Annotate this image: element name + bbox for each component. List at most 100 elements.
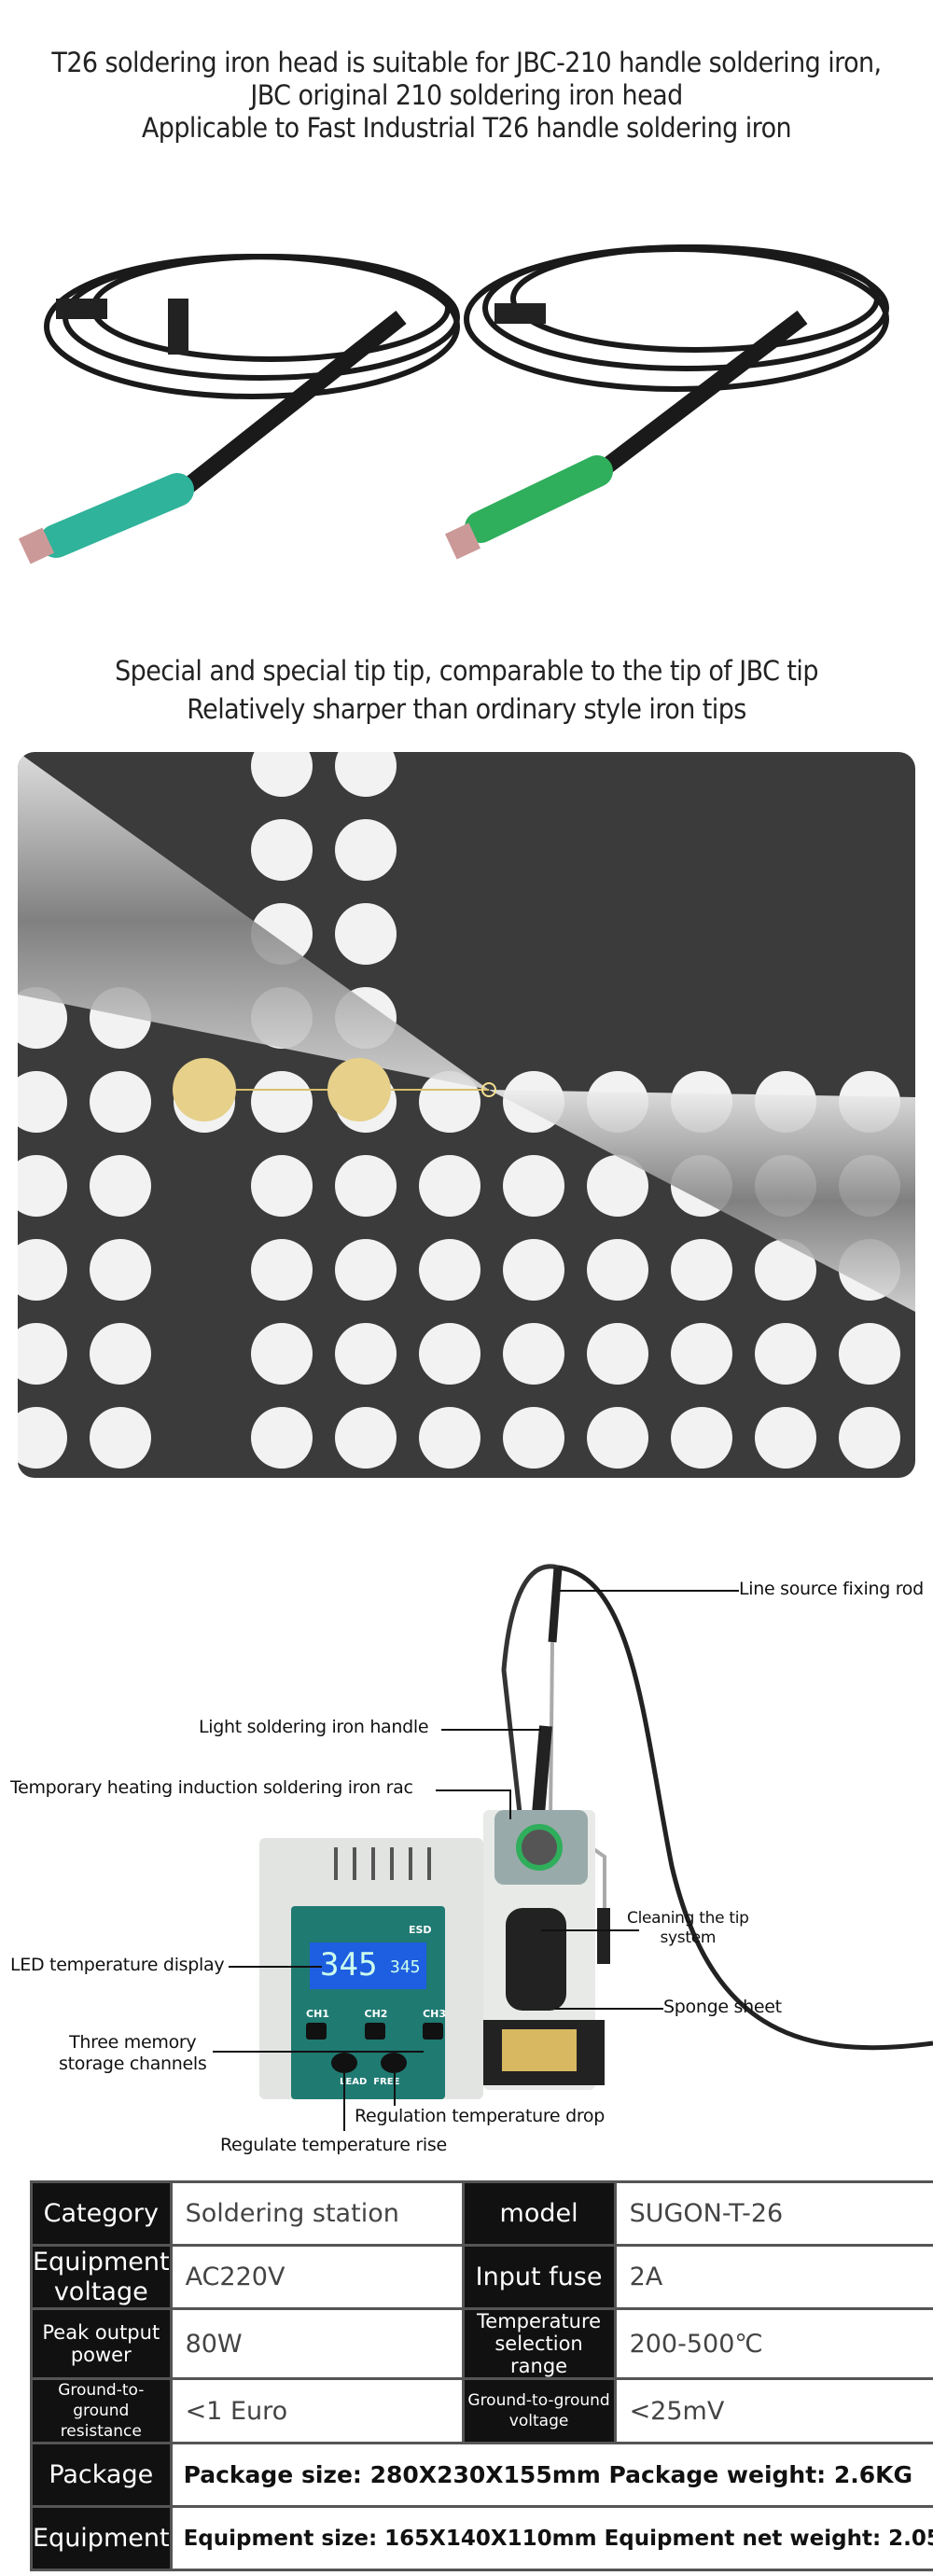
table-row: Equipment voltage AC220V Input fuse 2A [30,2244,933,2310]
temp-up-button[interactable] [331,2053,357,2073]
pad-dot [419,1323,480,1385]
spec-value: Equipment size: 165X140X110mm Equipment … [169,2505,933,2571]
spec-key: Temperature selection range [461,2307,617,2380]
table-row: Package Package size: 280X230X155mm Pack… [30,2442,933,2508]
pad-dot [419,1071,480,1133]
velcro-strap [168,299,188,355]
pad-dot [503,1323,564,1385]
pad-dot [671,1407,732,1469]
sponge [502,2029,577,2071]
spec-value: Soldering station [169,2180,465,2247]
label-handle: Light soldering iron handle [199,1717,429,1737]
ch2-button[interactable]: CH2 [364,2008,388,2040]
spec-value: <1 Euro [169,2377,465,2444]
ch1-button[interactable]: CH1 [306,2008,329,2040]
spec-key: Ground-to-ground voltage [461,2377,617,2444]
ch3-button[interactable]: CH3 [423,2008,446,2040]
temp-down-button[interactable] [381,2053,407,2073]
pad-dot [503,1155,564,1217]
lead-free-text: LEAD FREE [340,2077,400,2087]
pad-dot [90,1239,151,1301]
spec-value: 80W [169,2307,465,2380]
ch2-label: CH2 [364,2008,388,2020]
esd-mark: ESD [409,1924,432,1936]
pad-dot [587,1155,648,1217]
pad-dot [335,1155,397,1217]
pad-dot [419,1239,480,1301]
pad-dot [90,1323,151,1385]
header-line: JBC original 210 soldering iron head [250,79,683,111]
pad-dot [587,1407,648,1469]
pad-dot [335,903,397,965]
label-rod: Line source fixing rod [739,1579,924,1599]
pad-dot [335,752,397,797]
pad-dot [18,1155,67,1217]
spec-key: Equipment [30,2505,173,2571]
pad-dot [90,1407,151,1469]
pad-dot [587,1323,648,1385]
pad-dot [90,1071,151,1133]
table-row: Category Soldering station model SUGON-T… [30,2180,933,2247]
pad-dot [18,987,67,1049]
spec-key: Peak output power [30,2307,173,2380]
table-row: Equipment Equipment size: 165X140X110mm … [30,2505,933,2571]
header-line: Applicable to Fast Industrial T26 handle… [141,112,792,144]
pad-dot [671,1323,732,1385]
pad-dot [335,819,397,881]
spec-value: SUGON-T-26 [613,2180,933,2247]
soldering-station-image [259,1564,933,2099]
pad-dot [755,1323,816,1385]
handle-teal [44,254,460,502]
pad-dot [251,1155,313,1217]
spec-value: 200-500℃ [613,2307,933,2380]
pad-dot [251,819,313,881]
spec-table: Category Soldering station model SUGON-T… [30,2180,933,2571]
spec-value: 2A [613,2244,933,2310]
label-drop: Regulation temperature drop [355,2106,606,2126]
spec-value: Package size: 280X230X155mm Package weig… [169,2442,933,2508]
spec-key: model [461,2180,617,2247]
pad-dot [755,1407,816,1469]
display-value-small: 345 [390,1957,421,1977]
pad-dot [335,1239,397,1301]
label-sponge: Sponge sheet [663,1997,782,2017]
spec-key: Package [30,2442,173,2508]
pad-dot [755,1239,816,1301]
pad-dot [251,1323,313,1385]
tip-line: Relatively sharper than ordinary style i… [187,693,746,725]
tip-closeup-image [18,752,915,1478]
pad-dot [335,1323,397,1385]
channel-buttons: CH1 CH2 CH3 [306,2008,446,2040]
pad-dot [503,1407,564,1469]
table-row: Peak output power 80W Temperature select… [30,2307,933,2380]
pad-dot [251,752,313,797]
led-display [310,1942,426,1989]
pad-dot [90,1155,151,1217]
label-rack: Temporary heating induction soldering ir… [10,1777,413,1798]
pad-dot [335,1407,397,1469]
pad-dot [18,1407,67,1469]
label-display: LED temperature display [10,1955,225,1975]
pad-dot [251,1239,313,1301]
spec-key: Ground-to-ground resistance [30,2377,173,2444]
pad-dot [587,1239,648,1301]
spec-value: <25mV [613,2377,933,2444]
pad-dot [503,1239,564,1301]
spec-key: Category [30,2180,173,2247]
pad-dot [18,1071,67,1133]
soldering-handles-image [18,244,889,564]
display-value: 345 [320,1946,378,1984]
pad-dot [18,1239,67,1301]
spec-key: Equipment voltage [30,2244,173,2310]
table-row: Ground-to-ground resistance <1 Euro Grou… [30,2377,933,2444]
tip-line: Special and special tip tip, comparable … [115,655,818,687]
pad-dot [251,1071,313,1133]
label-rise: Regulate temperature rise [220,2135,447,2155]
ch3-label: CH3 [423,2008,446,2020]
pad-dot [419,1407,480,1469]
spec-value: AC220V [169,2244,465,2310]
fixing-rod [548,1566,563,1643]
pad-dot [839,1407,900,1469]
header-line: T26 soldering iron head is suitable for … [51,47,882,78]
